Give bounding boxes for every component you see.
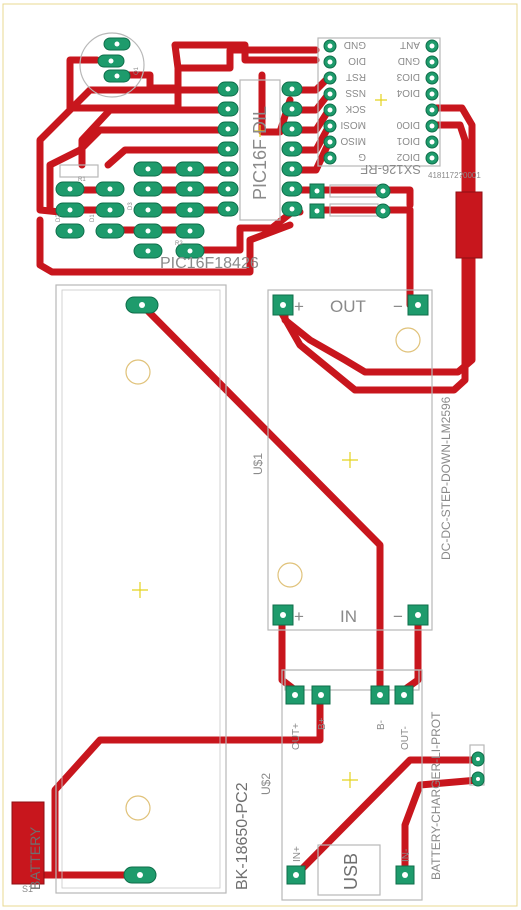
transistor-q1 bbox=[79, 32, 145, 98]
radio-pin-l-sck: SCK bbox=[345, 103, 366, 114]
resistor-r2-label: R2 bbox=[175, 241, 183, 247]
radio-outline bbox=[317, 37, 441, 167]
regulator-name: DC-DC-STEP-DOWN-LM2596 bbox=[439, 396, 453, 560]
mounting-holes bbox=[125, 327, 421, 821]
regulator-out-label: OUT bbox=[330, 297, 366, 316]
diode-d3-label: D3 bbox=[128, 202, 134, 210]
mcu-name-label: PIC16F18426 bbox=[160, 255, 259, 272]
radio-pin-l-gnd: GND bbox=[344, 39, 366, 50]
charger-name: BATTERY-CHARGER-LI-PROT bbox=[429, 711, 443, 880]
radio-pin-l-dio: DIO bbox=[348, 55, 366, 66]
transistor-q1-label: Q1 bbox=[134, 66, 140, 75]
radio-name-label: SX126-RF bbox=[360, 162, 421, 177]
radio-pin-l-nss: NSS bbox=[345, 87, 366, 98]
regulator-outline bbox=[267, 289, 433, 631]
radio-pin-gnd: GND bbox=[398, 55, 420, 66]
charger-pin-outminus: OUT- bbox=[400, 726, 411, 750]
usb-label: USB bbox=[341, 853, 361, 890]
charger-ref: U$2 bbox=[259, 773, 273, 795]
regulator-out-minus: − bbox=[393, 297, 403, 316]
radio-pin-dio1: DIO1 bbox=[396, 135, 420, 146]
charger-pin-bplus: B+ bbox=[317, 717, 328, 730]
radio-pin-l-mosi: MOSI bbox=[340, 119, 366, 130]
regulator-out-plus: + bbox=[294, 297, 304, 316]
radio-pin-dio0: DIO0 bbox=[396, 119, 420, 130]
radio-left-pin-labels: GND DIO RST NSS SCK MOSI MISO G bbox=[340, 39, 366, 162]
radio-right-pin-labels: ANT GND DIO3 DIO4 DIO0 DIO1 DIO2 bbox=[396, 39, 420, 162]
smd-pads bbox=[11, 191, 483, 885]
charger-pin-outplus: OUT+ bbox=[291, 723, 302, 750]
usb-outline bbox=[317, 844, 381, 896]
radio-pin-dio2: DIO2 bbox=[396, 151, 420, 162]
radio-pin-dio3: DIO3 bbox=[396, 71, 420, 82]
pads bbox=[55, 37, 485, 885]
charger-pin-bminus: B- bbox=[376, 720, 387, 730]
mcu-outline bbox=[239, 79, 281, 221]
regulator-in-label: IN bbox=[340, 607, 357, 626]
regulator-in-minus: − bbox=[393, 607, 403, 626]
labels: PIC16F DIL PIC16F18426 SX126-RF 4181172?… bbox=[22, 39, 481, 894]
regulator-ref: U$1 bbox=[251, 453, 265, 475]
mcu-package-label: PIC16F DIL bbox=[250, 106, 270, 200]
diode-d2-label: D2 bbox=[56, 214, 62, 222]
regulator-in-plus: + bbox=[294, 607, 304, 626]
holder-ref: S1 bbox=[22, 884, 33, 894]
radio-pin-ant: ANT bbox=[400, 39, 420, 50]
holder-outline bbox=[55, 284, 227, 894]
holder-battery-label: BATTERY bbox=[27, 826, 43, 890]
radio-pin-l-miso: MISO bbox=[340, 135, 366, 146]
diode-d1-label: D1 bbox=[90, 214, 96, 222]
resistor-r1-label: R1 bbox=[78, 177, 86, 183]
radio-pin-l-g: G bbox=[358, 151, 366, 162]
board-outline bbox=[2, 3, 518, 907]
charger-pin-inplus: IN+ bbox=[292, 846, 303, 862]
radio-pin-l-rst: RST bbox=[346, 71, 366, 82]
antenna-connector bbox=[455, 191, 483, 259]
holder-name: BK-18650-PC2 bbox=[234, 782, 251, 890]
radio-pin-dio4: DIO4 bbox=[396, 87, 420, 98]
radio-part-number: 4181172?0001 bbox=[428, 171, 481, 180]
charger-pin-inminus: IN- bbox=[401, 849, 412, 862]
battery-connector bbox=[11, 801, 45, 885]
